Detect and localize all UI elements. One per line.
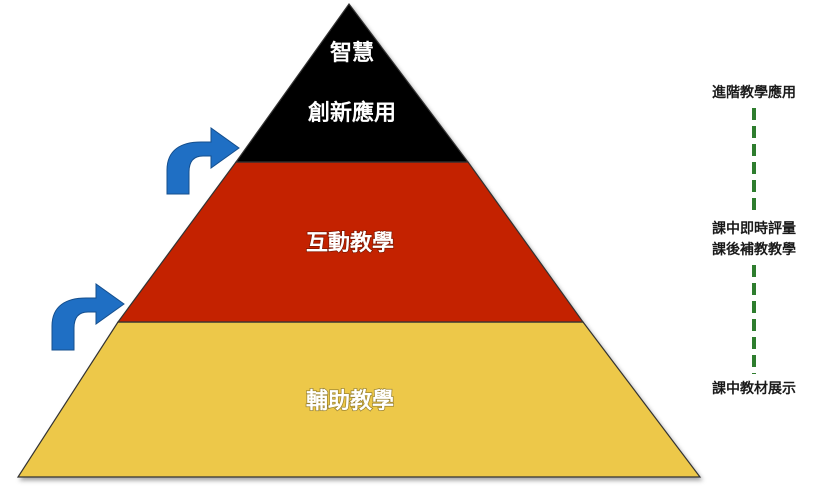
side-label-assessment-line2: 課後補教教學 — [712, 241, 796, 258]
pyramid-tier-top — [234, 2, 470, 163]
side-label-display: 課中教材展示 — [712, 380, 796, 397]
side-label-assessment-line1: 課中即時評量 — [712, 220, 796, 237]
side-label-advanced: 進階教學應用 — [712, 84, 796, 101]
top-tier-label-line2: 創新應用 — [308, 100, 396, 126]
middle-tier-label: 互動教學 — [306, 230, 394, 256]
curved-up-right-arrow-icon — [166, 127, 240, 195]
curved-up-right-arrow-icon — [51, 283, 125, 351]
bottom-tier-label: 輔助教學 — [306, 388, 394, 414]
top-tier-label-line1: 智慧 — [330, 40, 374, 66]
